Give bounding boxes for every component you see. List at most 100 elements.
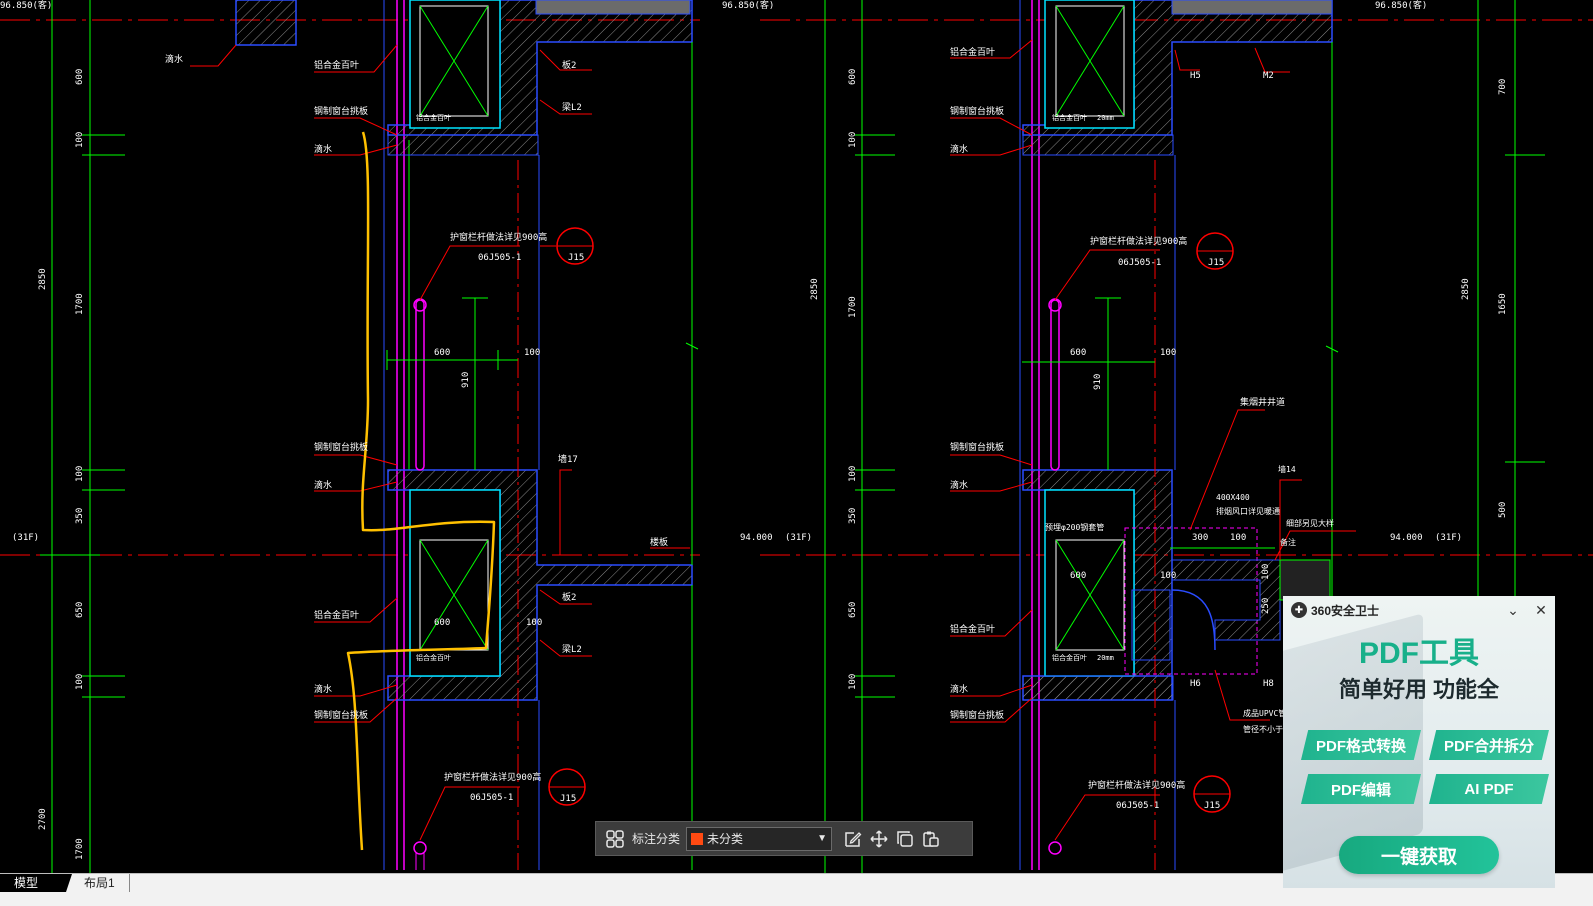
detail-ref: J15 <box>560 794 576 804</box>
cad-label: 20mm <box>1097 654 1114 662</box>
floor-label: (31F) <box>785 533 812 543</box>
ad-title: PDF工具 <box>1359 637 1479 670</box>
cad-label: H8 <box>1263 679 1274 689</box>
dimension-label: 100 <box>848 466 858 482</box>
ad-brand: 360安全卫士 <box>1311 603 1380 618</box>
cad-label: 钢制窗台挑板 <box>314 441 368 453</box>
cad-label: 滴水 <box>950 683 968 695</box>
cad-label: 滴水 <box>314 143 332 155</box>
cad-label: M2 <box>1263 71 1274 81</box>
cad-label: 备注 <box>1280 537 1296 547</box>
dimension-label: 100 <box>848 674 858 690</box>
tab-layout1[interactable]: 布局1 <box>70 874 130 892</box>
annotation-toolbar: 标注分类 未分类 ▼ <box>595 821 973 856</box>
chevron-down-icon: ▼ <box>817 833 828 844</box>
chevron-down-icon[interactable]: ⌄ <box>1507 602 1519 618</box>
cad-label: 护窗栏杆做法详见900高 <box>1088 779 1185 791</box>
level-label: 96.850(客) <box>1375 0 1427 11</box>
cad-label: 400X400 <box>1216 493 1250 502</box>
copy-icon[interactable] <box>892 826 918 852</box>
cad-label: 600 <box>1070 571 1086 581</box>
close-icon[interactable]: ✕ <box>1535 602 1547 618</box>
cad-geometry <box>0 0 1593 880</box>
cad-label: 护窗栏杆做法详见900高 <box>450 231 547 243</box>
grid-icon[interactable] <box>602 826 628 852</box>
dimension-label: 100 <box>526 618 542 628</box>
cad-label: 梁L2 <box>562 101 582 113</box>
cad-label: 钢制窗台挑板 <box>950 709 1004 721</box>
cad-label: 100 <box>1160 348 1176 358</box>
cad-label: 20mm <box>1097 114 1114 122</box>
shield-logo-icon: ✚ <box>1291 602 1307 618</box>
level-label: 94.000 <box>1390 533 1423 543</box>
cad-label: 管径不小于100mm <box>1243 724 1307 734</box>
cad-label: 板2 <box>562 59 576 71</box>
cad-label: 铝合金百叶 <box>950 46 995 58</box>
cad-label: 铝合金百叶 <box>416 653 451 662</box>
dimension-label: 500 <box>1498 502 1508 518</box>
tab-model[interactable]: 模型 <box>0 874 66 892</box>
feature-pdf-convert[interactable]: PDF格式转换 <box>1301 730 1421 760</box>
dimension-label: 600 <box>1070 348 1086 358</box>
dimension-label: 1700 <box>848 296 858 318</box>
tab-separator <box>62 874 72 892</box>
cad-label: H5 <box>1190 71 1201 81</box>
cad-label: H6 <box>1190 679 1201 689</box>
dimension-label: 650 <box>75 602 85 618</box>
feature-pdf-edit[interactable]: PDF编辑 <box>1301 774 1421 804</box>
move-icon[interactable] <box>866 826 892 852</box>
cad-label: 300 <box>1192 533 1208 543</box>
dimension-label: 600 <box>848 69 858 85</box>
cad-label: 100 <box>1261 564 1271 580</box>
cad-label: 钢制窗台挑板 <box>314 105 368 117</box>
detail-ref: J15 <box>568 253 584 263</box>
category-value: 未分类 <box>707 832 744 846</box>
cad-label: 梁L2 <box>562 643 582 655</box>
dimension-label: 350 <box>75 508 85 524</box>
cad-label: 预埋φ200钢套管 <box>1045 522 1104 532</box>
cad-label: 06J505-1 <box>478 253 521 263</box>
cad-label: 滴水 <box>950 143 968 155</box>
cad-label: 滴水 <box>314 683 332 695</box>
dimension-label: 2850 <box>810 278 820 300</box>
detail-ref: J15 <box>1208 258 1224 268</box>
cad-label: 铝合金百叶 <box>416 113 451 122</box>
get-now-button[interactable]: 一键获取 <box>1339 836 1499 874</box>
cad-label: 滴水 <box>314 479 332 491</box>
cad-label: 100 <box>1230 533 1246 543</box>
dimension-label: 2850 <box>1461 278 1471 300</box>
dimension-label: 1700 <box>75 293 85 315</box>
dimension-label: 600 <box>434 348 450 358</box>
cad-drawing: 96.850(客) 94.000 (31F) 600 100 2850 1700 100 350… <box>0 0 1593 880</box>
dimension-label: 1650 <box>1498 293 1508 315</box>
dimension-label: 650 <box>848 602 858 618</box>
cad-label: 钢制窗台挑板 <box>950 441 1004 453</box>
cad-label: 墙17 <box>558 453 578 465</box>
cad-label: 楼板 <box>650 536 668 548</box>
dimension-label: 100 <box>848 132 858 148</box>
cad-label: 墙14 <box>1278 464 1296 474</box>
cad-label: 100 <box>1160 571 1176 581</box>
cad-drawing-canvas[interactable]: 96.850(客) 94.000 (31F) 600 100 2850 1700 100 350… <box>0 0 1593 880</box>
dimension-label: 100 <box>75 674 85 690</box>
cad-label: 06J505-1 <box>470 793 513 803</box>
dimension-label: 600 <box>434 618 450 628</box>
detail-ref: J15 <box>1204 801 1220 811</box>
dimension-label: 2850 <box>38 268 48 290</box>
dimension-label: 600 <box>75 69 85 85</box>
level-label: 96.850(客) <box>722 0 774 11</box>
cad-label: 排烟风口详见暖通 <box>1216 506 1280 516</box>
feature-pdf-merge[interactable]: PDF合并拆分 <box>1429 730 1549 760</box>
floor-label: (31F) <box>1435 533 1462 543</box>
cad-label: 铝合金百叶 <box>1052 113 1087 122</box>
category-label: 标注分类 <box>632 832 681 846</box>
cad-label: 铝合金百叶 <box>314 59 359 71</box>
feature-ai-pdf[interactable]: AI PDF <box>1429 774 1549 804</box>
cad-label: 铝合金百叶 <box>950 623 995 635</box>
dimension-label: 910 <box>461 372 471 388</box>
paste-icon[interactable] <box>918 826 944 852</box>
dimension-label: 2700 <box>38 808 48 830</box>
edit-icon[interactable] <box>840 826 866 852</box>
category-select[interactable]: 未分类 ▼ <box>686 826 833 851</box>
cad-label: 06J505-1 <box>1118 258 1161 268</box>
